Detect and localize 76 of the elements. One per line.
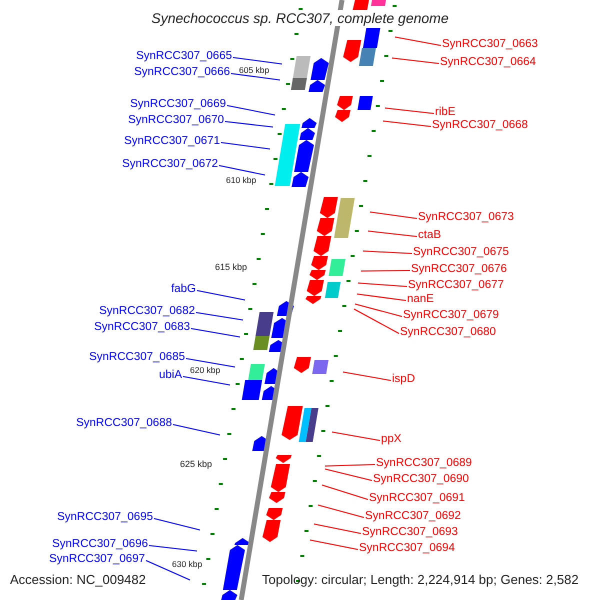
leader-line [360, 270, 410, 272]
gene-label: SynRCC307_0670 [128, 114, 224, 127]
leader-line [182, 376, 230, 386]
leader-line [154, 518, 200, 530]
gene-label: SynRCC307_0668 [432, 119, 528, 132]
gene-label: SynRCC307_0677 [408, 279, 504, 292]
gene-label: SynRCC307_0665 [136, 50, 232, 63]
gene-label: SynRCC307_0673 [418, 211, 514, 224]
leader-line [370, 212, 418, 219]
leader-line [220, 142, 270, 150]
gene-label: SynRCC307_0671 [124, 135, 220, 148]
gene-label: SynRCC307_0663 [442, 38, 538, 51]
leader-line [354, 308, 400, 334]
gene-label: SynRCC307_0692 [365, 510, 461, 523]
gene-label: SynRCC307_0685 [89, 351, 185, 364]
leader-line [172, 424, 220, 436]
scale-label: 615 kbp [215, 263, 248, 272]
scale-label: 630 kbp [172, 560, 202, 569]
gene-label: SynRCC307_0689 [376, 457, 472, 470]
leader-line [318, 504, 364, 518]
leader-line [230, 73, 280, 80]
leader-line [356, 294, 406, 301]
gene-label: ctaB [418, 229, 442, 242]
gene-label: SynRCC307_0697 [49, 553, 145, 566]
gene-label: SynRCC307_0688 [76, 417, 172, 430]
scale-label: 620 kbp [190, 366, 220, 375]
leader-line [310, 540, 358, 550]
leader-line [362, 250, 412, 254]
leader-line [394, 36, 442, 46]
leader-line [190, 328, 240, 338]
leader-line [314, 524, 362, 534]
gene-label: SynRCC307_0680 [400, 326, 496, 339]
leader-line [358, 282, 408, 287]
leader-line [384, 108, 434, 114]
gene-label: SynRCC307_0695 [57, 511, 153, 524]
gene-label: SynRCC307_0696 [52, 538, 148, 551]
leader-line [196, 312, 244, 320]
gene-label: ubiA [158, 369, 182, 382]
leader-line [382, 120, 432, 127]
gene-label: SynRCC307_0672 [122, 158, 218, 171]
leader-line [368, 230, 418, 237]
gene-label: nanE [407, 293, 434, 306]
gene-label: ribE [435, 106, 456, 119]
gene-label: ppX [381, 433, 402, 446]
gene-label: SynRCC307_0682 [99, 305, 195, 318]
gene-label: SynRCC307_0664 [440, 56, 536, 69]
gene-label: SynRCC307_0675 [413, 246, 509, 259]
gene-label: fabG [171, 283, 196, 296]
scale-label: 605 kbp [239, 66, 270, 75]
leader-line [392, 58, 440, 64]
leader-line [148, 545, 198, 552]
gene-label: SynRCC307_0683 [94, 321, 190, 334]
leader-line [232, 57, 282, 64]
leader-line [322, 484, 368, 500]
scale-label: 610 kbp [226, 176, 256, 185]
leader-line [226, 105, 276, 116]
leader-line [186, 358, 236, 368]
leader-line [196, 290, 246, 300]
leader-line [224, 121, 274, 128]
leader-line [324, 464, 376, 466]
gene-label: ispD [392, 373, 416, 386]
gene-label: SynRCC307_0666 [134, 66, 230, 79]
gene-label: SynRCC307_0693 [362, 526, 458, 539]
leader-line [342, 372, 392, 381]
gene-label: SynRCC307_0669 [130, 98, 226, 111]
gene-label: SynRCC307_0691 [369, 492, 465, 505]
leader-line [354, 304, 402, 317]
gene-label: SynRCC307_0676 [411, 263, 507, 276]
scale-label: 625 kbp [180, 460, 212, 469]
gene-label: SynRCC307_0690 [373, 473, 469, 486]
gene-label: SynRCC307_0679 [403, 309, 499, 322]
gene-label: SynRCC307_0694 [359, 542, 455, 555]
leader-line [324, 468, 372, 481]
leader-line [332, 432, 380, 441]
leader-line [146, 560, 190, 580]
leader-line [218, 165, 266, 176]
